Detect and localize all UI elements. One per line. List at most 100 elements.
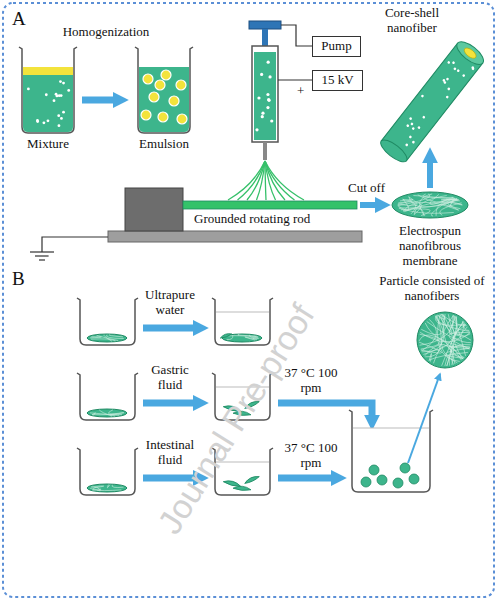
fiber-pore [445,95,449,99]
flow-arrow [82,97,116,104]
nanofiber-particle [361,477,371,487]
dispersed-dot [56,95,59,98]
particle-label: Particle consisted of nanofibers [372,274,492,304]
fiber-pore [456,69,460,73]
nanofiber-mat [392,192,468,218]
beaker-outline [19,47,77,133]
beaker-outline [212,373,273,420]
fiber-strand [449,332,470,349]
fragment-shape [244,399,260,409]
nanofiber-mat [87,484,127,492]
fragment-shape [233,411,251,417]
pump-wire [281,25,312,46]
dispersed-dot [60,117,63,120]
fiber-strand [409,197,459,207]
fiber-end-far [378,136,411,165]
oil-layer [23,67,73,75]
fiber-pore [447,87,451,91]
fiber-pore [422,115,426,119]
edge-label: Homogenization [61,25,152,40]
dispersed-dot [67,89,70,92]
fiber-strand [437,314,459,361]
pump-box: Pump [312,36,361,57]
fiber-strand [451,345,471,365]
fiber-strand [429,353,431,361]
mixture-beaker: Mixture [16,45,80,152]
emulsion-droplet [267,99,270,102]
dispersed-dot [57,114,60,117]
emulsion-beaker: Emulsion [132,45,196,152]
fiber-strand [420,332,470,341]
liquid [216,312,269,344]
dispersed-dot [27,88,30,91]
fiber-strand [91,339,116,341]
membrane-label: Electrospun nanofibrous membrane [384,224,476,269]
fiber-pore [409,135,413,139]
liquid-surface [216,387,269,388]
fiber-strand [253,337,259,338]
base-platform [108,231,362,242]
fiber-shell [381,43,483,160]
panel-frame [3,3,494,597]
fiber-strand [90,413,119,416]
nanofiber-particle [409,474,419,484]
fiber-strand [436,202,462,216]
beaker-outline [212,448,273,495]
liquid [216,387,269,419]
collector-rod [183,201,357,209]
fiber-strand [419,335,464,358]
dispersed-dot [42,121,45,124]
liquid-surface [216,462,269,463]
nanofiber-particle [393,478,403,488]
jet-line [265,161,304,200]
fiber-strand [104,335,112,342]
emulsion-droplet [255,128,258,131]
fiber-strand [420,316,455,346]
flow-arrow [278,403,372,418]
fiber-strand [245,337,257,340]
flow-arrow [143,475,196,482]
ground-wire [42,237,108,252]
membrane-fragment [220,332,232,339]
emulsion-droplet [158,112,168,122]
flow-arrow [143,325,196,332]
jet-line [257,161,266,200]
fiber-strand [99,410,112,416]
liquid-surface [353,428,429,429]
fiber-label: Core-shell nanofiber [366,6,458,36]
fiber-strand [106,335,123,339]
polarity-sign: + [297,84,304,99]
nanofiber-particle [377,475,387,485]
fiber-end-near [453,38,487,69]
liquid [216,462,269,494]
fiber-strand [93,489,101,491]
nanofiber-mat [87,409,127,417]
flow-arrow [360,202,378,208]
dissolution-row [77,448,273,495]
ground-symbol [30,251,54,252]
emulsion-droplet [141,110,151,120]
membrane-fragment [244,399,260,409]
fragment-shape [233,486,251,492]
condition-label: 37 °C 100 rpm [280,441,342,471]
ground-symbol [39,259,45,260]
emulsion-droplet [169,96,179,106]
fiber-strand [437,314,444,319]
fiber-strand [112,485,123,488]
fiber-pore [452,61,456,65]
fiber-pore [443,81,447,85]
beaker-outline [135,47,193,133]
emulsion-droplet [161,70,171,80]
emulsion-droplet [261,115,264,118]
emulsion-droplet [268,75,271,78]
fiber-pore [421,94,425,98]
particle-closeup [417,312,473,368]
liquid [139,67,189,132]
fiber-strand [229,336,258,337]
fragment-shape [220,332,232,339]
node-text: Emulsion [132,137,196,152]
fiber-pore [446,77,450,81]
membrane-fragment [233,411,251,417]
voltage-wire [278,79,312,80]
